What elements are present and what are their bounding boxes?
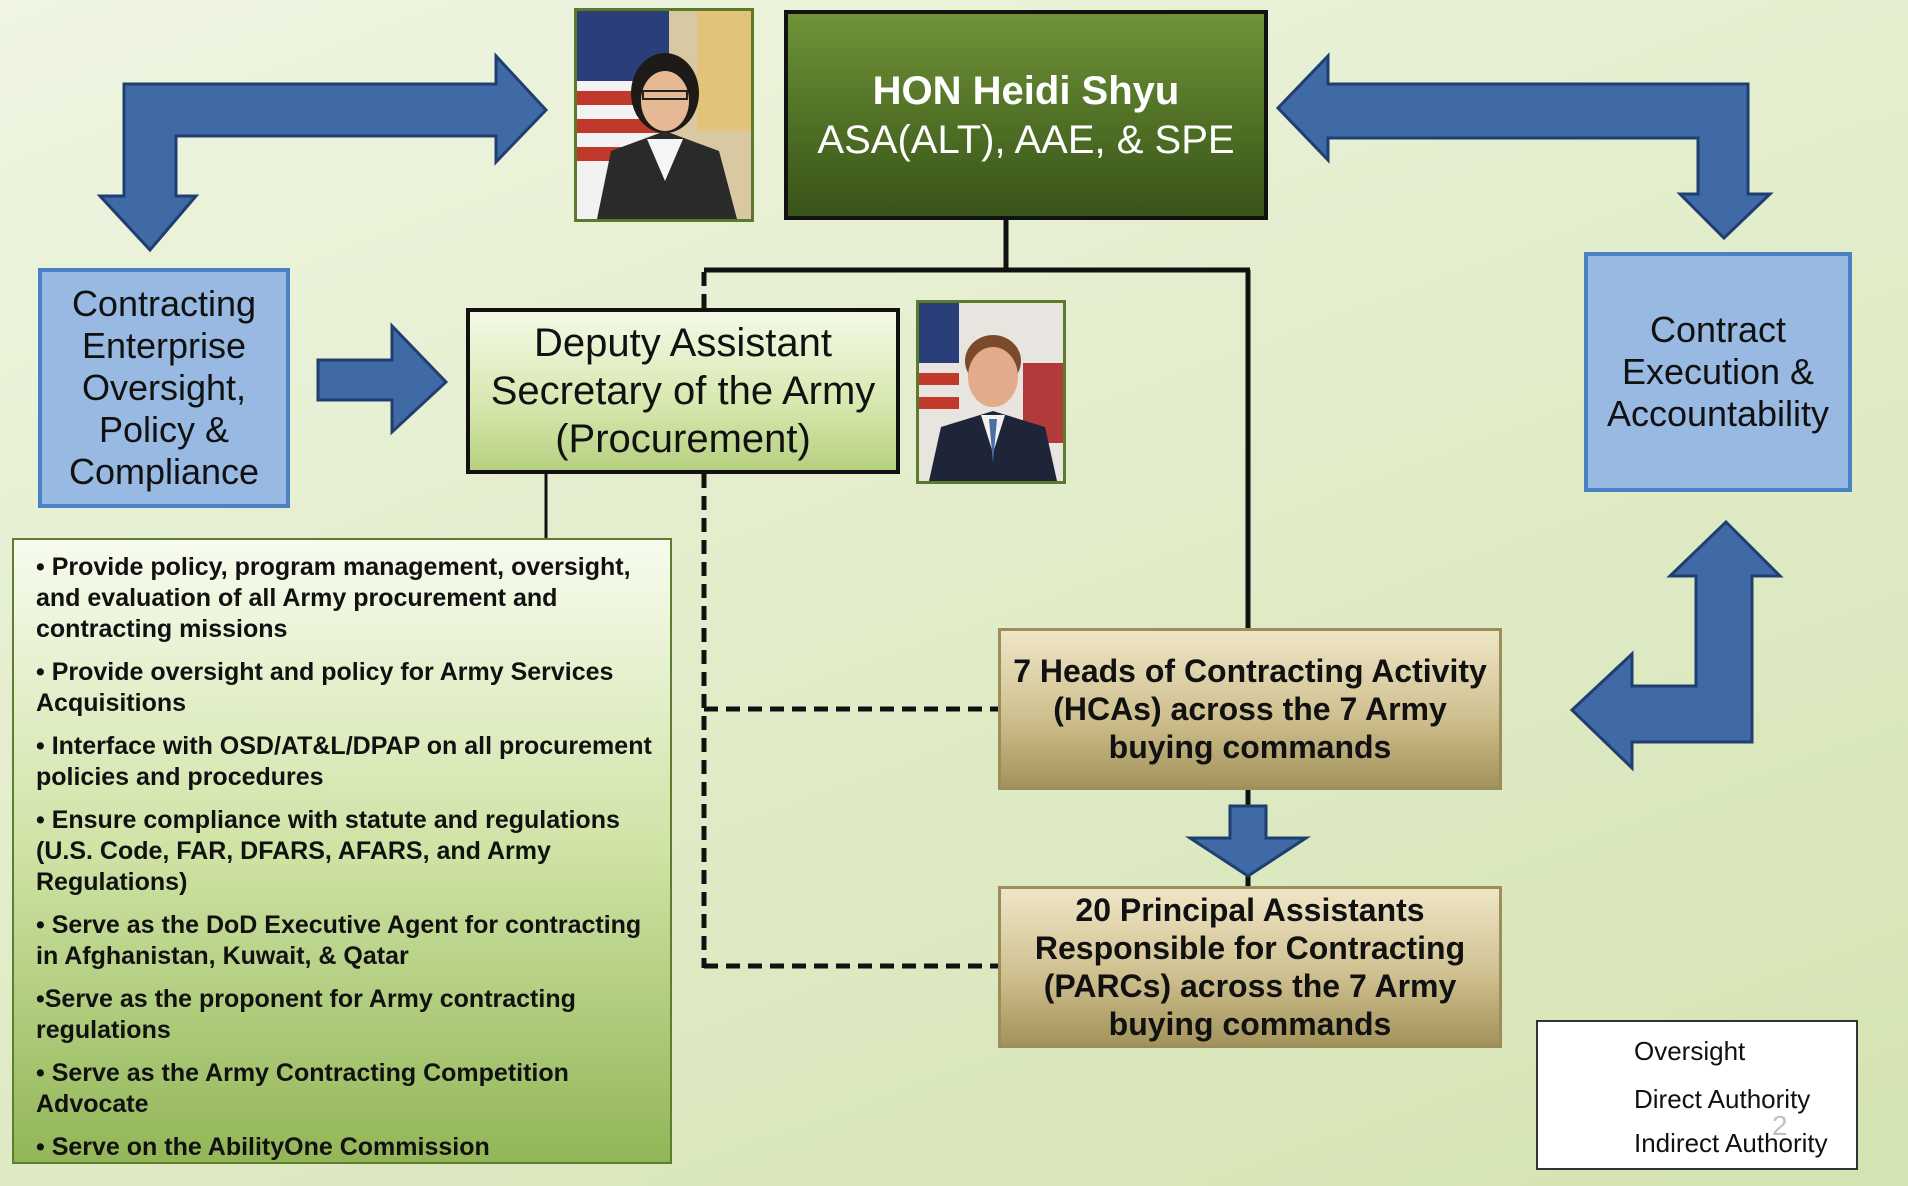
asa-alt-box: HON Heidi Shyu ASA(ALT), AAE, & SPE bbox=[784, 10, 1268, 220]
portrait-heidi-shyu bbox=[574, 8, 754, 222]
oversight-arrow-left-to-dasa bbox=[316, 322, 449, 436]
asa-name: HON Heidi Shyu bbox=[872, 69, 1180, 113]
hca-box: 7 Heads of Contracting Activity (HCAs) a… bbox=[998, 628, 1502, 790]
oversight-arrow-top-right bbox=[1275, 52, 1774, 241]
duty-item: • Serve as the Army Contracting Competit… bbox=[36, 1059, 569, 1118]
legend-oversight-label: Oversight bbox=[1634, 1036, 1746, 1066]
legend-indirect-label: Indirect Authority bbox=[1634, 1128, 1828, 1158]
hca-label: 7 Heads of Contracting Activity (HCAs) a… bbox=[1013, 653, 1487, 765]
portrait-image bbox=[919, 303, 1063, 481]
legend-direct-label: Direct Authority bbox=[1634, 1084, 1811, 1114]
contract-execution-box: Contract Execution & Accountability bbox=[1584, 252, 1852, 492]
dasa-procurement-box: Deputy Assistant Secretary of the Army (… bbox=[466, 308, 900, 474]
dasa-label: Deputy Assistant Secretary of the Army (… bbox=[490, 321, 876, 461]
oversight-policy-label: Contracting Enterprise Oversight, Policy… bbox=[68, 283, 260, 492]
duty-item: • Provide policy, program management, ov… bbox=[36, 553, 631, 643]
duty-item: • Serve as the DoD Executive Agent for c… bbox=[36, 911, 642, 970]
duty-item: • Interface with OSD/AT&L/DPAP on all pr… bbox=[36, 732, 652, 791]
legend: Oversight Direct Authority Indirect Auth… bbox=[1536, 1020, 1858, 1170]
oversight-policy-box: Contracting Enterprise Oversight, Policy… bbox=[38, 268, 290, 508]
asa-title: ASA(ALT), AAE, & SPE bbox=[817, 118, 1235, 162]
portrait-dasa-procurement bbox=[916, 300, 1066, 484]
duties-list: • Provide policy, program management, ov… bbox=[12, 538, 672, 1164]
oversight-arrow-bottom-right bbox=[1569, 519, 1784, 772]
parc-label: 20 Principal Assistants Responsible for … bbox=[1034, 892, 1466, 1042]
duty-item: • Serve on the AbilityOne Commission bbox=[36, 1133, 490, 1161]
oversight-arrow-hca-to-parc bbox=[1184, 804, 1312, 878]
duty-item: • Ensure compliance with statute and reg… bbox=[36, 806, 620, 896]
parc-box: 20 Principal Assistants Responsible for … bbox=[998, 886, 1502, 1048]
contract-execution-label: Contract Execution & Accountability bbox=[1606, 309, 1830, 434]
page-number: 2 bbox=[1772, 1110, 1788, 1141]
duty-item: • Provide oversight and policy for Army … bbox=[36, 658, 614, 717]
oversight-arrow-top-left bbox=[96, 52, 549, 253]
portrait-image bbox=[577, 11, 751, 219]
duty-item: •Serve as the proponent for Army contrac… bbox=[36, 985, 576, 1044]
